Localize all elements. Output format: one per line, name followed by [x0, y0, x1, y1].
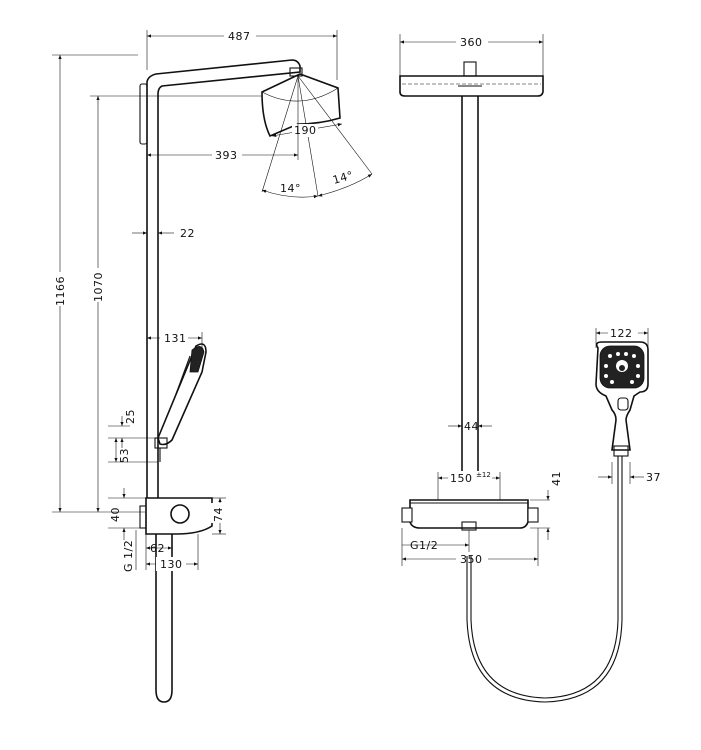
dim-center-distance: 150 — [450, 472, 473, 485]
wall-bracket-top — [139, 83, 148, 145]
dim-connection-side: G 1/2 — [122, 540, 135, 572]
dim-tilt-left: 14° — [280, 182, 301, 195]
dim-total-height: 1166 — [54, 276, 67, 306]
dim-holder-offset: 25 — [124, 409, 137, 424]
dim-arm-length: 487 — [228, 30, 251, 43]
dim-valve-top: 40 — [109, 507, 122, 522]
dim-head-diameter: 190 — [294, 124, 317, 137]
thermostat-knob — [170, 504, 190, 524]
dim-front-valve-height: 41 — [550, 471, 563, 486]
front-view: 360 44 150 ±12 41 — [399, 34, 661, 703]
dim-pipe-offset: 22 — [180, 227, 195, 240]
head-face — [261, 87, 339, 102]
dim-handle-width: 37 — [646, 471, 661, 484]
shower-arm — [146, 59, 301, 498]
head-front — [399, 75, 544, 97]
dim-arm-reach: 393 — [215, 149, 238, 162]
hand-shower-face — [189, 346, 205, 373]
head-connector — [463, 61, 477, 77]
handle-grip — [613, 445, 629, 457]
hand-shower — [157, 343, 207, 446]
side-view: 14° 14° 487 190 393 1166 1070 22 — [52, 29, 373, 703]
dim-head-height: 1070 — [92, 272, 105, 302]
dim-valve-depth: 130 — [160, 558, 183, 571]
dim-head-width: 360 — [460, 36, 483, 49]
dim-tilt-right: 14° — [331, 169, 355, 187]
dim-holder-reach: 131 — [164, 332, 187, 345]
hand-shower-front — [595, 341, 649, 451]
dim-handshower-width: 122 — [610, 327, 633, 340]
holder — [154, 437, 168, 449]
dim-holder-spacing: 53 — [118, 448, 131, 463]
dim-connection-front: G1/2 — [410, 539, 438, 552]
dim-valve-height: 74 — [212, 507, 225, 522]
dim-pipe-diameter: 44 — [464, 420, 479, 433]
dim-connection-offset: 62 — [150, 542, 165, 555]
thermostat-side — [145, 497, 213, 535]
wall-bracket-bottom — [139, 505, 147, 529]
dim-center-tolerance: ±12 — [476, 471, 491, 479]
shower-hose — [466, 456, 623, 703]
supply-hose-side — [155, 534, 173, 703]
thermostat-front — [409, 499, 529, 529]
